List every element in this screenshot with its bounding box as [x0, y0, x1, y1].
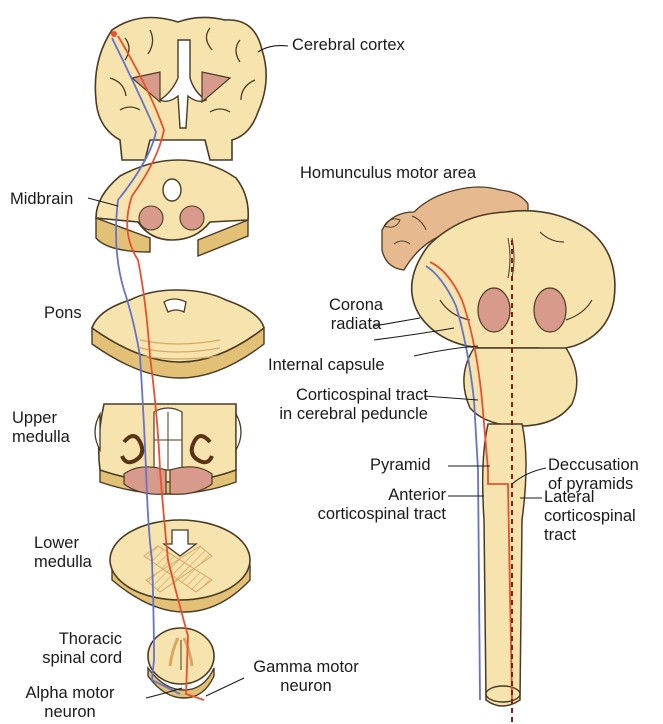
lower-medulla-section [110, 520, 250, 612]
label-gamma-motor-neuron: Gamma motor neuron [246, 658, 366, 696]
midbrain-section [96, 160, 248, 256]
label-homunculus-motor-area: Homunculus motor area [300, 164, 476, 183]
label-corona-radiata: Corona radiata [316, 296, 396, 334]
label-anterior-corticospinal-tract: Anterior corticospinal tract [286, 486, 446, 524]
label-upper-medulla: Upper medulla [12, 409, 70, 447]
label-alpha-motor-neuron: Alpha motor neuron [10, 684, 130, 722]
label-corticospinal-tract-peduncle: Corticospinal tract in cerebral peduncle [248, 386, 428, 424]
label-thoracic-spinal-cord: Thoracic spinal cord [10, 630, 122, 668]
right-brain-illustration [382, 187, 615, 706]
thoracic-spinal-cord-section [148, 628, 214, 698]
upper-medulla-section [95, 404, 241, 494]
label-midbrain: Midbrain [10, 190, 73, 209]
label-pyramid: Pyramid [370, 456, 431, 475]
label-pons: Pons [44, 304, 82, 323]
label-internal-capsule: Internal capsule [268, 356, 385, 375]
label-lateral-corticospinal-tract: Lateral corticospinal tract [544, 488, 636, 545]
cerebral-cortex-section [95, 17, 266, 160]
label-cerebral-cortex: Cerebral cortex [292, 36, 405, 55]
pons-section [92, 290, 264, 378]
label-lower-medulla: Lower medulla [34, 534, 92, 572]
cortex-neuron-dot [111, 31, 117, 37]
